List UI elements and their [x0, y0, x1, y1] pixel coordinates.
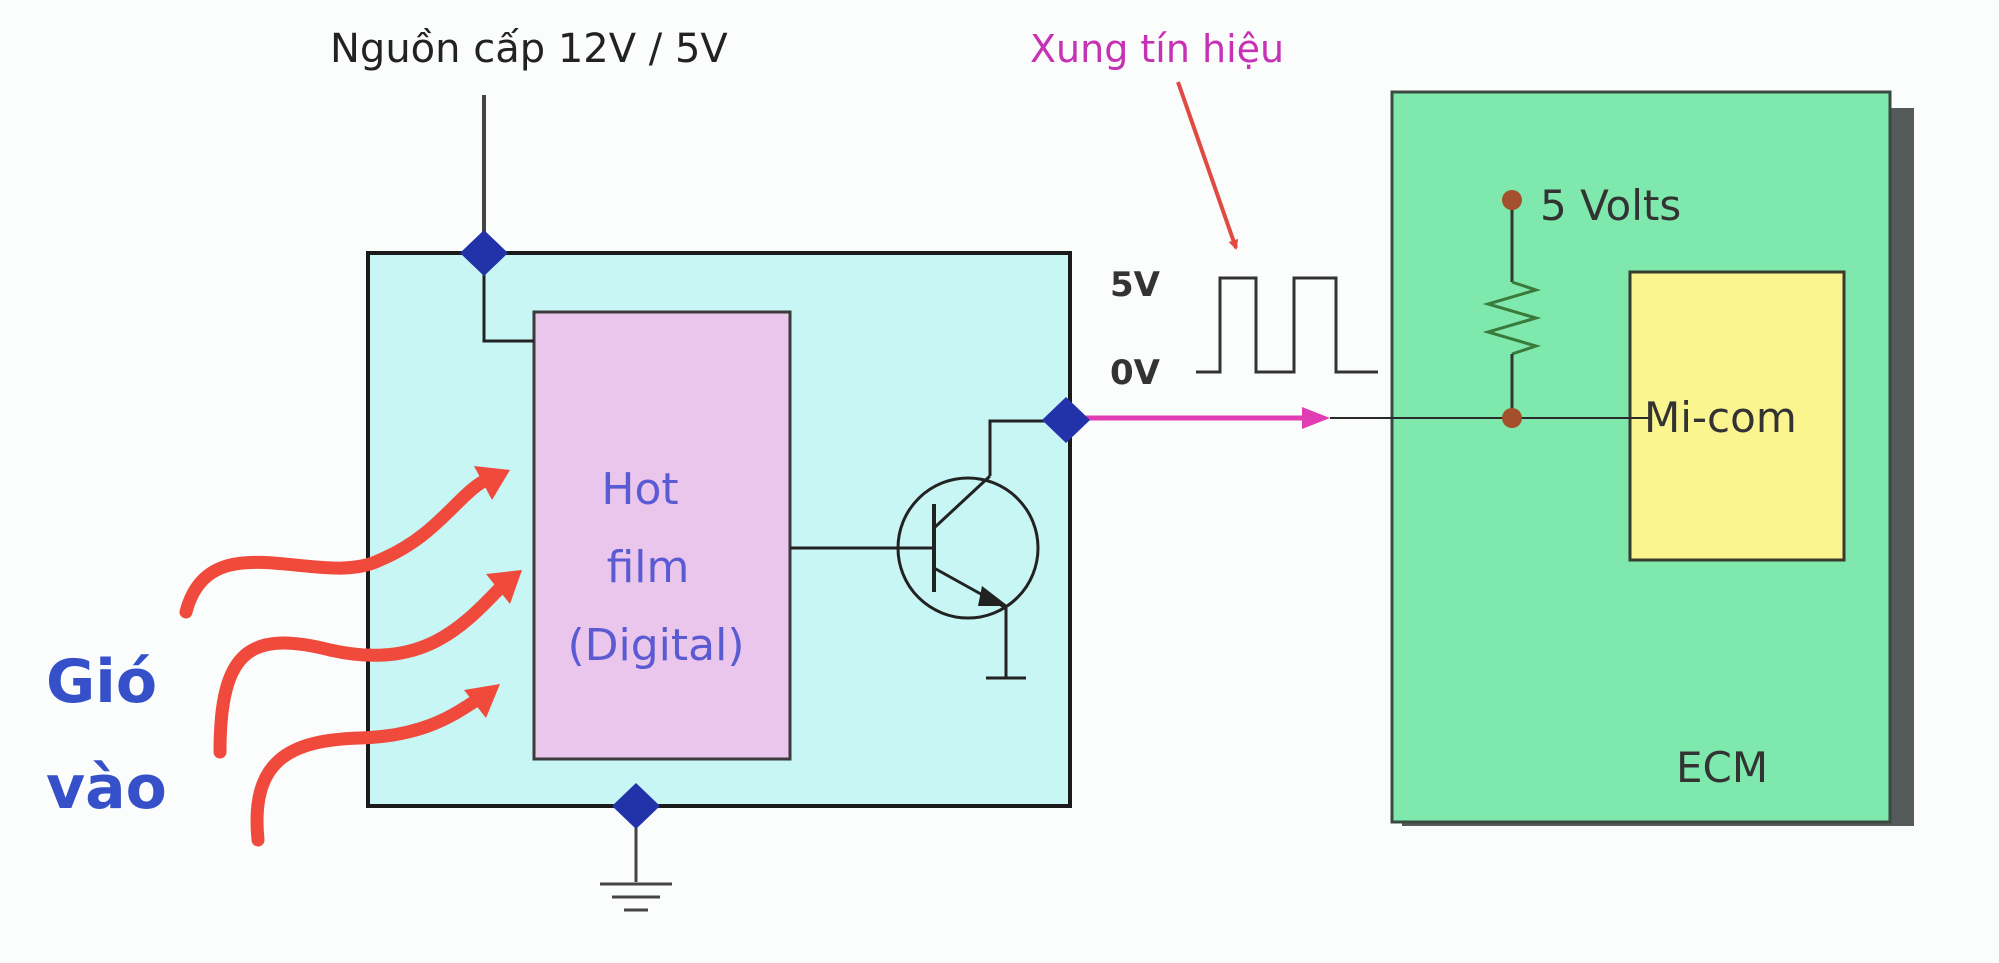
output-node-dot: [1051, 405, 1081, 435]
signal-arrow: [1302, 407, 1330, 429]
transistor-body: [896, 476, 1040, 620]
hot-film-label-line2: film: [607, 542, 690, 593]
air-in-label-line2: vào: [46, 753, 167, 823]
air-arrow-heads: [464, 466, 522, 718]
air-arrow-head-1: [474, 466, 510, 500]
pullup-resistor: [1482, 280, 1542, 356]
supply-node: [1502, 190, 1522, 210]
ground-node-dot: [621, 791, 651, 821]
transistor-collector: [932, 474, 992, 530]
air-arrow-3: [250, 691, 487, 847]
air-flow-arrows: [179, 471, 507, 847]
air-in-label-line1: Gió: [46, 647, 157, 717]
hot-film-label-line1: Hot: [601, 464, 678, 515]
junction-node: [1502, 408, 1522, 428]
air-arrow-head-3: [464, 684, 500, 718]
ecm-supply-label: 5 Volts: [1540, 181, 1681, 230]
power-supply-label: Nguồn cấp 12V / 5V: [330, 26, 728, 72]
ground-symbol: [600, 882, 672, 912]
air-arrow-1: [179, 471, 497, 619]
power-to-hotfilm-wire: [482, 253, 534, 343]
waveform-high-label: 5V: [1110, 265, 1161, 305]
collector-to-output-wire: [988, 419, 1062, 476]
hot-film-label-line3: (Digital): [567, 620, 744, 671]
pulse-waveform: [1196, 276, 1378, 374]
power-node-dot: [469, 238, 499, 268]
hot-film-box: [532, 310, 792, 761]
micom-label: Mi-com: [1644, 393, 1797, 442]
air-arrow-head-2: [486, 570, 522, 604]
micom-box: [1628, 270, 1846, 562]
waveform-low-label: 0V: [1110, 353, 1161, 393]
ecm-title: ECM: [1676, 743, 1768, 792]
signal-pulse-label: Xung tín hiệu: [1030, 27, 1284, 71]
signal-callout-arrow: [1176, 81, 1239, 250]
air-arrow-2: [213, 581, 507, 759]
transistor-emitter-arrow: [978, 586, 1008, 606]
